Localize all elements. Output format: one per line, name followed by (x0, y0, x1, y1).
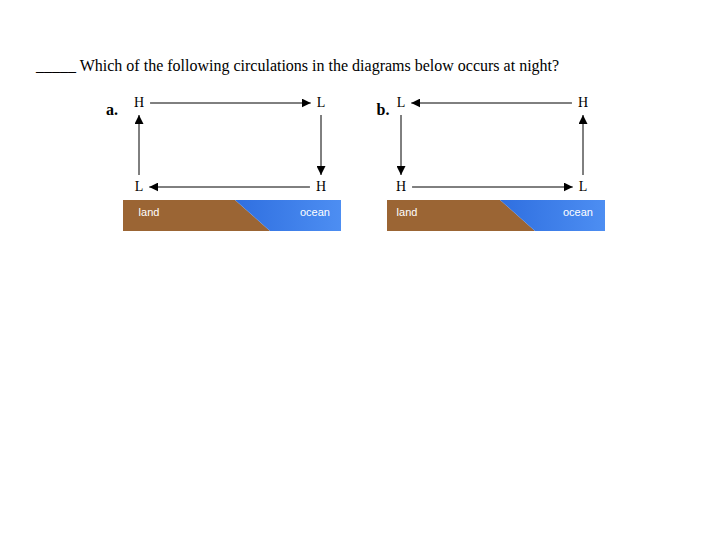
ocean-label: ocean (563, 206, 593, 218)
pressure-node: H (131, 94, 147, 112)
circulation-arrow (583, 115, 584, 175)
land-label: land (139, 206, 160, 218)
pressure-letter: H (396, 179, 406, 195)
circulation-arrow (401, 115, 402, 175)
pressure-node: H (393, 178, 409, 196)
question-title: _____ Which of the following circulation… (36, 57, 559, 75)
pressure-letter: H (134, 95, 144, 111)
circulation-arrow (139, 115, 140, 175)
pressure-node: H (575, 94, 591, 112)
circulation-arrow (412, 187, 573, 188)
ocean-strip (235, 200, 341, 231)
diagram-letter: a. (106, 101, 118, 119)
pressure-node: L (394, 94, 409, 112)
ocean-label: ocean (300, 206, 330, 218)
land-label: land (397, 206, 418, 218)
pressure-node: L (132, 178, 147, 196)
pressure-node: H (313, 178, 329, 196)
circulation-arrow (149, 187, 310, 188)
pressure-letter: L (397, 95, 406, 111)
pressure-letter: H (316, 179, 326, 195)
ocean-strip (500, 200, 605, 231)
diagram-letter: b. (377, 101, 390, 119)
pressure-letter: H (578, 95, 588, 111)
pressure-node: L (314, 94, 329, 112)
pressure-letter: L (135, 179, 144, 195)
circulation-arrow (411, 103, 572, 104)
pressure-node: L (576, 178, 591, 196)
circulation-arrow (150, 103, 311, 104)
pressure-letter: L (579, 179, 588, 195)
pressure-letter: L (317, 95, 326, 111)
circulation-arrow (321, 115, 322, 175)
